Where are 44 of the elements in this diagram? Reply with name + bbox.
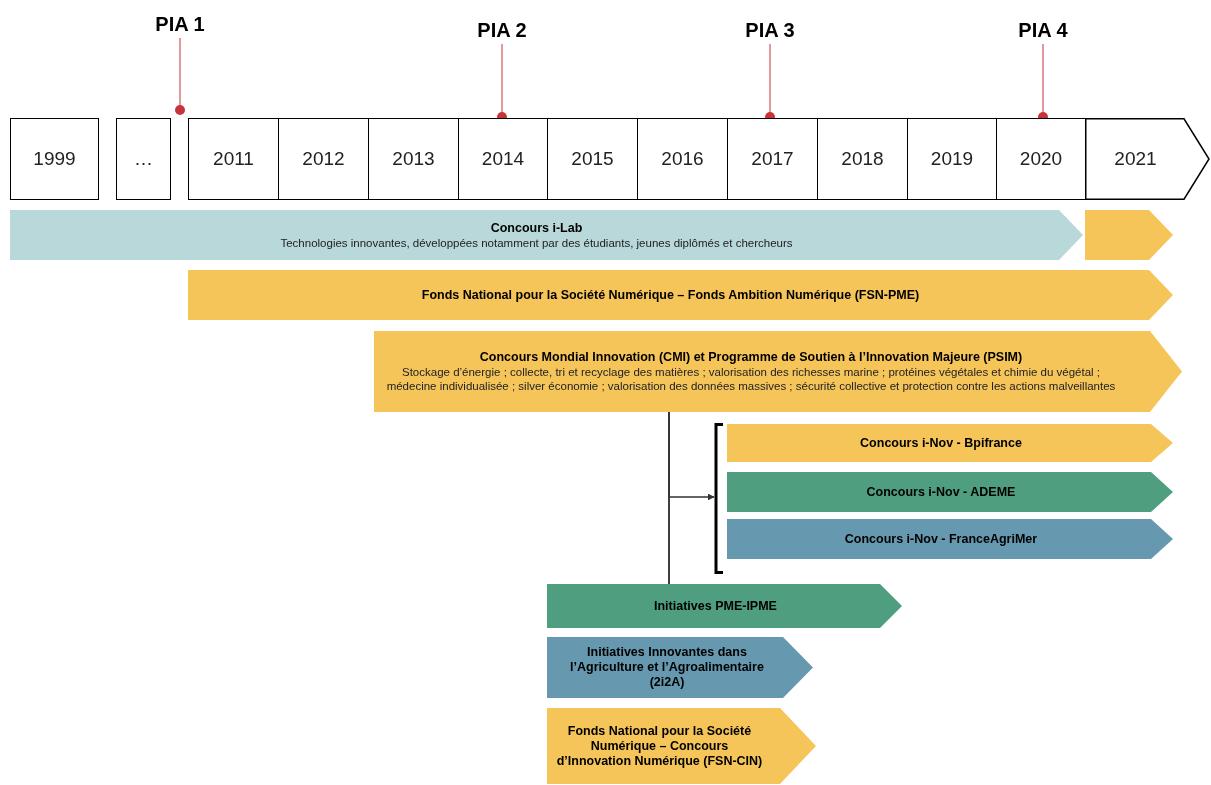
program-banner <box>374 331 1182 412</box>
year-cell: 2016 <box>637 118 728 200</box>
year-cell: … <box>116 118 171 200</box>
year-cell: 2014 <box>458 118 548 200</box>
program-banner <box>727 472 1173 512</box>
leader-line <box>179 37 181 106</box>
leader-line <box>769 43 771 113</box>
leader-line <box>501 43 503 113</box>
milestone-label: PIA 2 <box>462 16 542 44</box>
milestone-label: PIA 1 <box>140 10 220 38</box>
program-description: Technologies innovantes, développées notamment par des étudiants, jeunes diplômés et chercheurs <box>279 235 794 250</box>
program-title: Concours i-Nov - ADEME <box>865 484 1017 500</box>
year-cell: 2015 <box>547 118 638 200</box>
program-title: Fonds National pour la Société Numérique – Fonds Ambition Numérique (FSN-PME) <box>420 287 921 303</box>
year-cell: 2019 <box>907 118 997 200</box>
year-cell: 2012 <box>278 118 369 200</box>
program-title: Concours i-Nov - Bpifrance <box>859 435 1023 451</box>
program-title: Concours i-Lab <box>489 220 584 236</box>
year-cell: 2011 <box>188 118 279 200</box>
program-banner <box>547 584 902 628</box>
year-cell: 2020 <box>996 118 1086 200</box>
program-banner <box>188 270 1173 320</box>
year-cell: 2018 <box>817 118 908 200</box>
program-banner <box>727 424 1173 462</box>
program-title: Initiatives PME-IPME <box>653 598 778 614</box>
program-banner <box>727 519 1173 559</box>
connector-arrow <box>668 411 715 501</box>
bracket <box>714 423 723 574</box>
program-banner <box>1085 210 1173 260</box>
program-title: Fonds National pour la Société Numérique – Concours d’Innovation Numérique (FSN-CIN) <box>555 723 764 769</box>
year-cell: 1999 <box>10 118 99 200</box>
program-banner <box>547 637 813 698</box>
year-cell: 2017 <box>727 118 818 200</box>
milestone-label: PIA 3 <box>730 16 810 44</box>
year-cell: 2013 <box>368 118 459 200</box>
program-banner <box>547 708 816 784</box>
program-title: Concours i-Nov - FranceAgriMer <box>843 531 1039 547</box>
year-cell: 2021 <box>1085 118 1210 200</box>
milestone-label: PIA 4 <box>1003 16 1083 44</box>
leader-line <box>1042 43 1044 113</box>
program-title: Initiatives Innovantes dans l’Agriculture et l’Agroalimentaire (2i2A) <box>569 645 765 690</box>
program-title: Concours Mondial Innovation (CMI) et Programme de Soutien à l’Innovation Majeure (PSIM) <box>478 350 1024 365</box>
program-description: Stockage d’énergie ; collecte, tri et recyclage des matières ; valorisation des richesses marine ; protéines végétales et chimie du végétal ; médecine individualisée ; silver économie ; valorisation des données massives ; sécurité collective et protection contre les actions malveillantes <box>385 365 1117 393</box>
program-banner <box>10 210 1083 260</box>
